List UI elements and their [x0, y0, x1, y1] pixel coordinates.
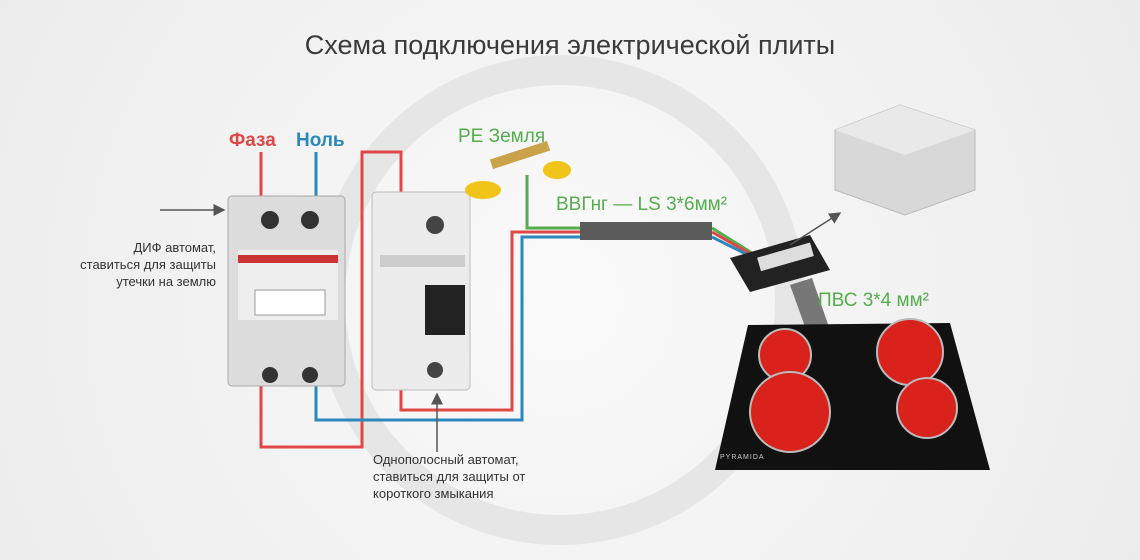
single-pole-breaker	[371, 191, 471, 391]
stove-cable-label: ПВС 3*4 мм²	[818, 290, 929, 311]
ground-wire	[525, 175, 580, 230]
neutral-label: Ноль	[296, 130, 345, 151]
phase-label: Фаза	[229, 130, 276, 151]
neutral-out-wire	[314, 235, 580, 422]
arrow-to-box-icon	[789, 212, 842, 246]
ground-label: PE Земля	[458, 126, 546, 147]
note-line: Однополосный автомат,	[373, 452, 519, 467]
electric-stove	[715, 318, 990, 470]
phase-out-wire	[399, 230, 580, 412]
note-line: короткого змыкания	[373, 486, 494, 501]
rcbo-note: ДИФ автомат, ставиться для защиты утечки…	[80, 239, 216, 290]
phase-link-wire	[259, 150, 403, 449]
stove-cable	[790, 278, 830, 335]
breaker-note: Однополосный автомат, ставиться для защи…	[373, 451, 525, 502]
note-line: утечки на землю	[116, 274, 216, 289]
note-line: ставиться для защиты	[80, 257, 216, 272]
junction-box	[834, 104, 976, 216]
main-cable	[580, 222, 712, 240]
note-line: ДИФ автомат,	[133, 240, 216, 255]
stove-brand: PYRAMIDA	[720, 454, 765, 461]
main-cable-label: ВВГнг — LS 3*6мм²	[556, 194, 728, 215]
page-title: Схема подключения электрической плиты	[304, 30, 836, 60]
rcbo-breaker	[227, 195, 346, 387]
note-line: ставиться для защиты от	[373, 469, 526, 484]
terminal-block	[730, 235, 830, 292]
ground-busbar	[465, 140, 571, 199]
